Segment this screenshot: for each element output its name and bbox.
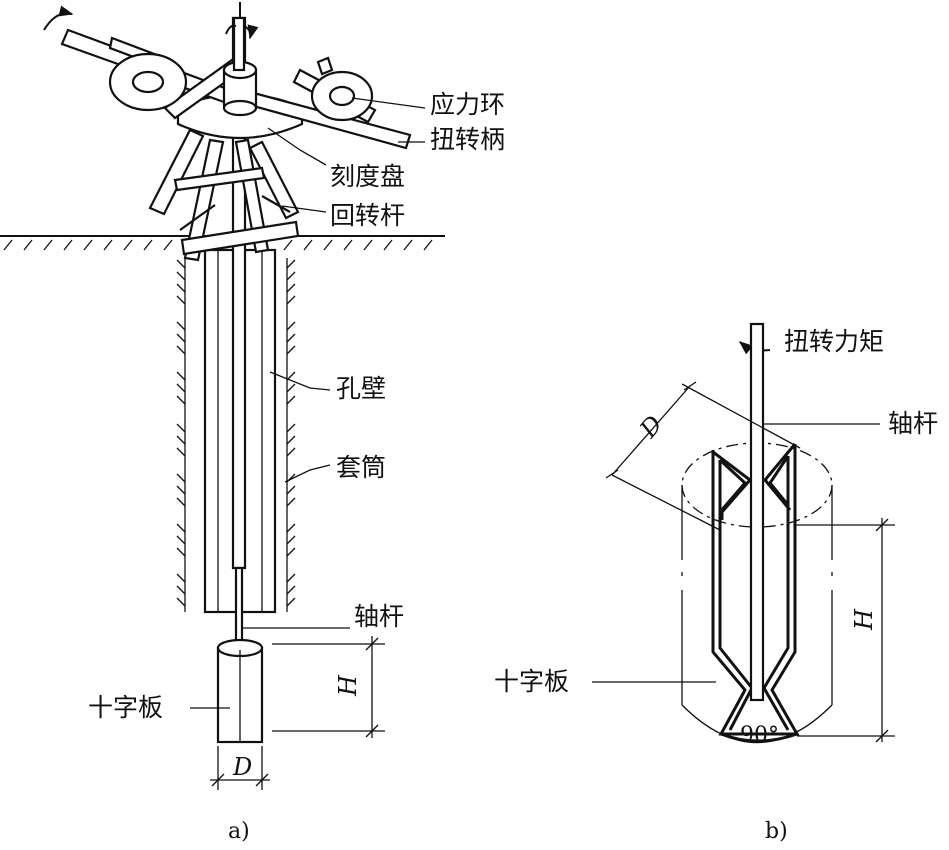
vane-a: [216, 638, 264, 744]
height-label-a: H: [334, 674, 362, 697]
hole-wall-label: 孔壁: [336, 374, 386, 403]
shaft-label-b: 轴杆: [888, 409, 938, 438]
shaft-b: [749, 322, 765, 702]
leader-lines-a: [190, 97, 426, 709]
vane-label-a: 十字板: [88, 693, 163, 722]
shaft-label-a: 轴杆: [354, 602, 404, 631]
vane-blades-b: [711, 443, 800, 743]
hole-wall: [176, 258, 296, 612]
casing-label: 套筒: [336, 453, 386, 482]
rotary-rod-frame: [148, 128, 300, 262]
leader-lines-b: [592, 423, 880, 683]
stress-ring-label: 应力环: [430, 90, 505, 119]
torque-label: 扭转力矩: [784, 327, 884, 356]
figure-b: D H 扭转力矩 轴杆 十字板 90° b): [494, 322, 938, 844]
stress-ring-left: [108, 52, 188, 112]
figure-a: H D 应力环 扭转柄 刻度盘 回转杆 孔壁 套筒 轴杆 十字板: [0, 2, 505, 844]
dial-label: 刻度盘: [330, 162, 405, 191]
dial-hub: [222, 60, 258, 117]
height-dimension-b: [795, 518, 895, 743]
caption-a: a): [228, 819, 250, 844]
diameter-dimension-a: [210, 746, 270, 790]
height-label-b: H: [850, 608, 878, 631]
vane-label-b: 十字板: [494, 667, 569, 696]
diameter-label-b: D: [634, 410, 668, 444]
height-dimension-a: [272, 636, 385, 738]
stress-ring-right: [310, 70, 374, 122]
diameter-dimension-b: [605, 381, 801, 531]
rotary-rod-label: 回转杆: [330, 201, 405, 230]
rotation-arrow-icon: [43, 2, 259, 40]
angle-label: 90°: [740, 723, 779, 748]
torsion-handle-label: 扭转柄: [430, 125, 505, 154]
diameter-label-a: D: [232, 753, 252, 781]
caption-b: b): [765, 819, 788, 844]
